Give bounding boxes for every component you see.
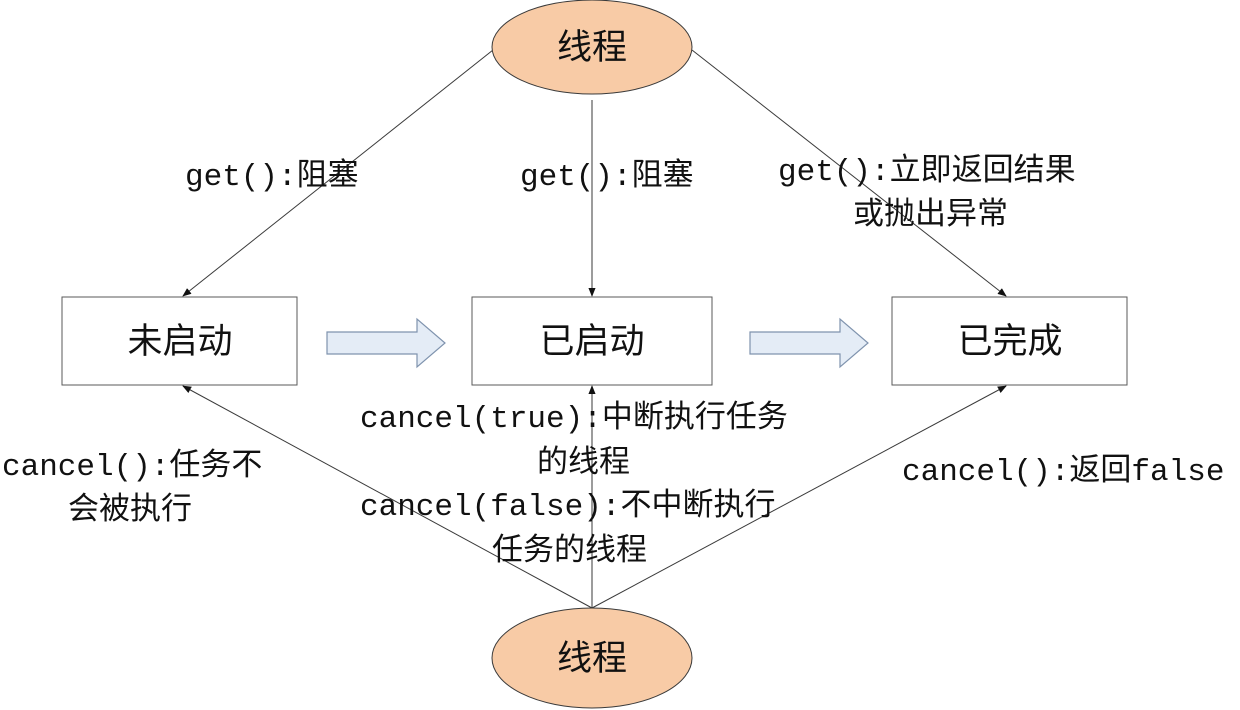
label-cancel-started-line1: cancel(true):中断执行任务	[360, 400, 788, 437]
thread-node-bottom: 线程	[491, 607, 693, 709]
edge-top-thread-to-completed	[691, 49, 1007, 297]
label-get-not-started: get():阻塞	[185, 158, 359, 195]
state-box-not-started	[61, 296, 298, 386]
label-get-completed-line2: 或抛出异常	[853, 197, 1008, 234]
state-box-started	[471, 296, 713, 386]
transition-arrow-not-started-to-started	[326, 317, 446, 369]
label-cancel-not-started-line1: cancel():任务不	[2, 448, 262, 485]
state-started: 已启动	[471, 296, 713, 386]
label-cancel-started-line3: cancel(false):不中断执行	[360, 488, 775, 525]
thread-ellipse-top	[491, 0, 693, 95]
transition-arrow-started-to-completed	[749, 317, 869, 369]
state-label-started: 已启动	[539, 322, 644, 361]
state-completed: 已完成	[891, 296, 1128, 386]
state-not-started: 未启动	[61, 296, 298, 386]
label-get-completed-line1: get():立即返回结果	[778, 153, 1076, 190]
state-label-not-started: 未启动	[127, 322, 232, 361]
label-cancel-not-started-line2: 会被执行	[68, 492, 192, 529]
thread-label-top: 线程	[557, 28, 627, 67]
state-box-completed	[891, 296, 1128, 386]
edge-bottom-thread-to-not-started	[182, 385, 593, 609]
thread-node-top: 线程	[491, 0, 693, 95]
thread-label-bottom: 线程	[557, 639, 627, 678]
label-get-started: get():阻塞	[520, 158, 694, 195]
label-cancel-started-line2: 的线程	[537, 445, 630, 482]
label-cancel-completed: cancel():返回false	[902, 454, 1224, 490]
thread-ellipse-bottom	[491, 607, 693, 709]
edge-bottom-thread-to-completed	[591, 385, 1007, 609]
edge-top-thread-to-not-started	[182, 49, 494, 297]
state-label-completed: 已完成	[957, 322, 1062, 361]
label-cancel-started-line4: 任务的线程	[492, 533, 647, 570]
